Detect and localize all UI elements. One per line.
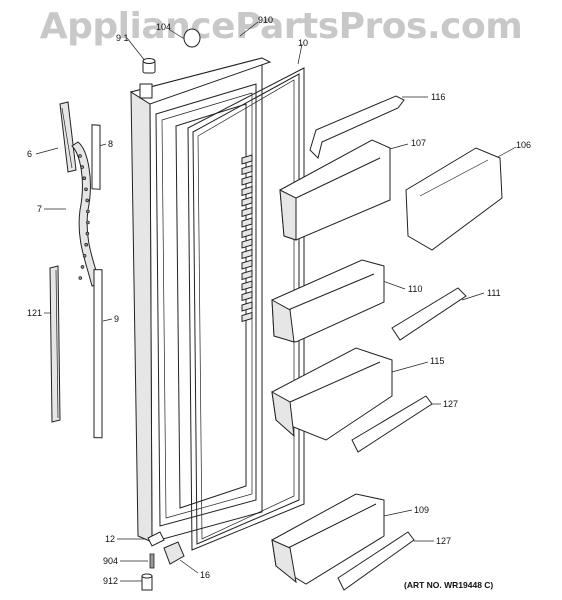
- callout-109: 109: [414, 505, 430, 515]
- callout-8: 8: [108, 139, 114, 149]
- door-bins: [271, 95, 503, 591]
- handle-tooth: [85, 231, 90, 236]
- bottom-hinge-parts: [141, 531, 185, 591]
- top-hinge-parts: [142, 28, 201, 74]
- callout-6: 6: [27, 149, 33, 159]
- handle-tooth: [78, 154, 82, 158]
- callout-7: 7: [37, 204, 43, 214]
- handle-tooth: [84, 242, 88, 247]
- liner-rib: [241, 269, 253, 281]
- handle-tooth: [82, 254, 87, 258]
- liner-rib: [241, 259, 253, 270]
- liner-rib: [241, 290, 253, 302]
- callout-127-b: 127: [436, 536, 452, 546]
- callout-910: 910: [258, 15, 274, 25]
- handle-tooth: [80, 265, 85, 269]
- callout-110: 110: [408, 284, 423, 294]
- callout-912: 912: [103, 576, 119, 586]
- liner-rib: [241, 301, 253, 312]
- callout-107: 107: [411, 138, 427, 148]
- liner-rib: [241, 227, 253, 239]
- door-inner-liner: [175, 103, 253, 509]
- callout-9-1: 9 1: [116, 33, 129, 43]
- callout-12: 12: [105, 534, 116, 544]
- liner-rib: [241, 175, 253, 186]
- liner-rib: [241, 206, 253, 218]
- liner-rib: [241, 164, 253, 176]
- door-outer-panel: [129, 57, 272, 543]
- handle-tooth: [82, 176, 87, 181]
- callout-104: 104: [156, 22, 172, 32]
- handle-tooth: [84, 187, 88, 192]
- liner-rib: [241, 154, 253, 165]
- handle-tooth: [80, 165, 84, 169]
- handle-tooth: [85, 198, 89, 203]
- callout-16: 16: [200, 570, 211, 580]
- watermark-text: AppliancePartsPros.com: [39, 6, 523, 47]
- liner-rib: [241, 196, 253, 207]
- callout-115: 115: [430, 356, 445, 366]
- handle-parts: [49, 101, 103, 439]
- callout-116: 116: [431, 92, 446, 102]
- liner-rib: [241, 217, 253, 228]
- callout-111: 111: [487, 288, 501, 298]
- callout-106: 106: [516, 140, 532, 150]
- handle-tooth: [86, 220, 90, 225]
- liner-rib: [241, 238, 253, 249]
- callout-9: 9: [114, 314, 120, 324]
- handle-tooth: [86, 209, 90, 214]
- liner-rib: [241, 248, 253, 260]
- callout-904: 904: [103, 556, 119, 566]
- callout-121: 121: [27, 308, 43, 318]
- liner-rib: [241, 185, 253, 197]
- door-gasket: [187, 67, 305, 551]
- callout-127-a: 127: [443, 399, 459, 409]
- liner-rib: [241, 311, 253, 323]
- handle-tooth: [78, 276, 83, 280]
- liner-rib: [241, 280, 253, 291]
- callout-10: 10: [298, 38, 309, 48]
- art-number: (ART NO. WR19448 C): [404, 580, 494, 590]
